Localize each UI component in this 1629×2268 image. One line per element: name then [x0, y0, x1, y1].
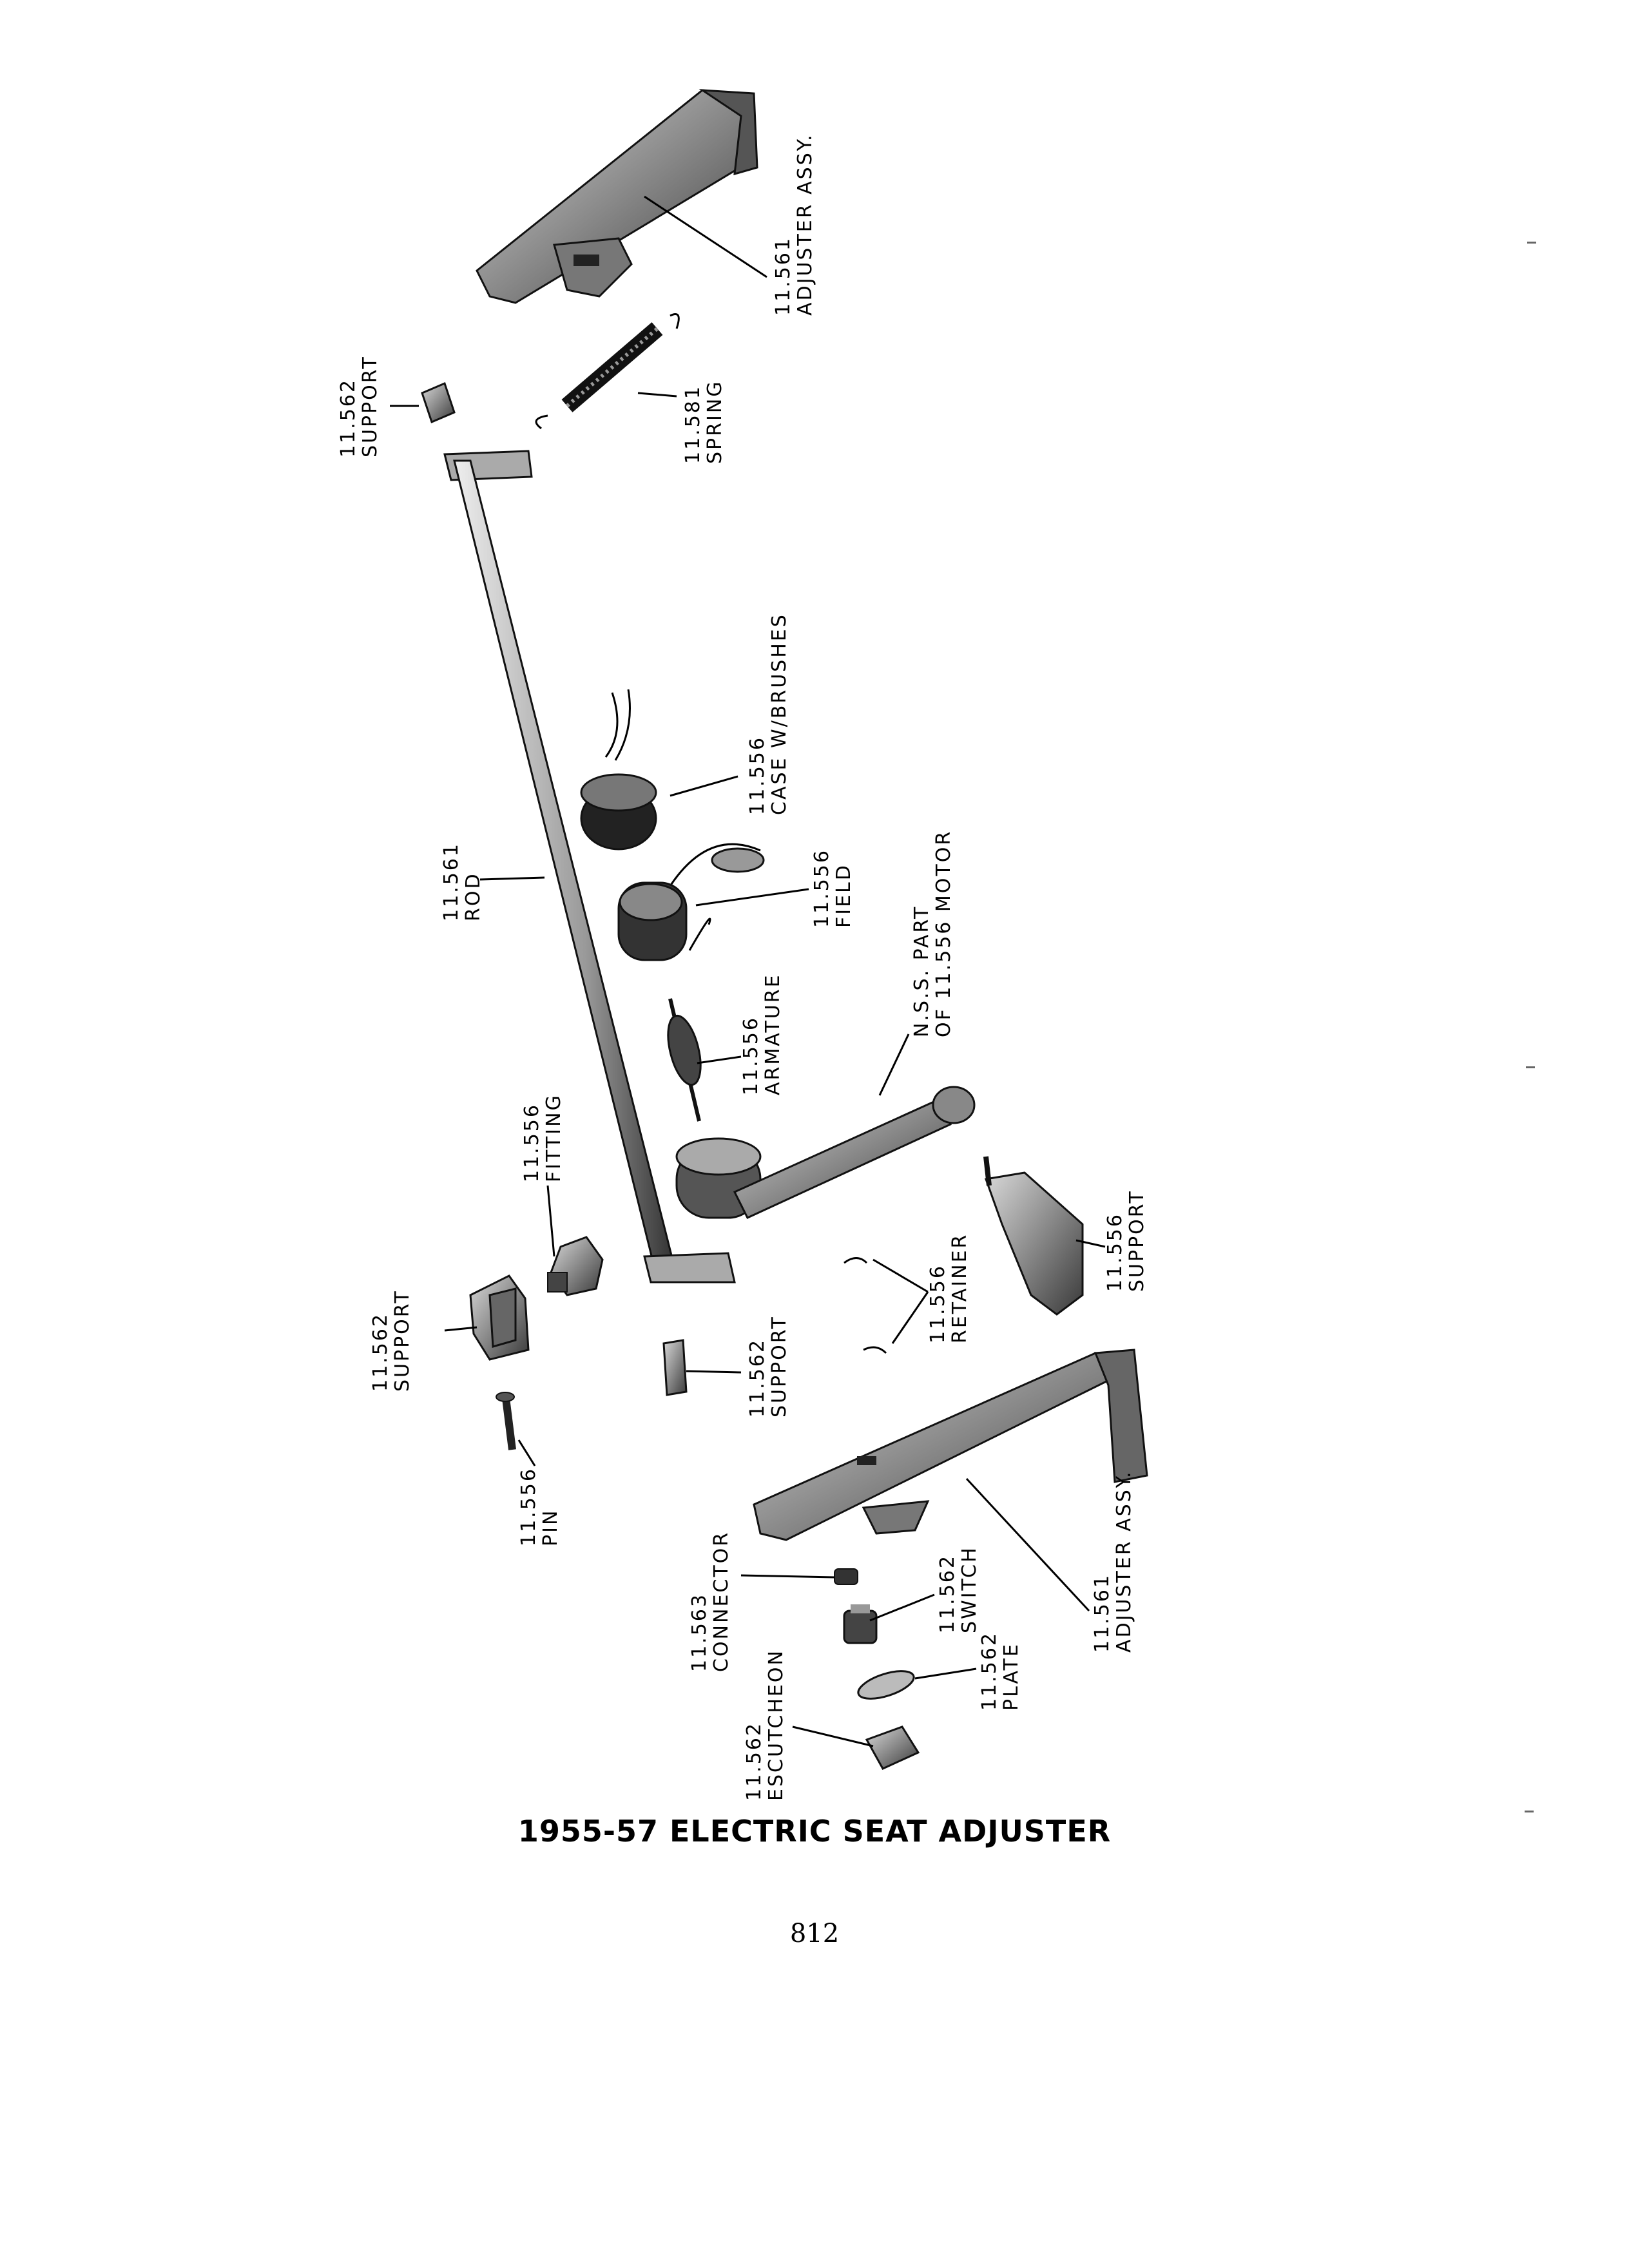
callout-number: 11.556 — [1104, 1213, 1126, 1292]
callout-name: ADJUSTER ASSY. — [794, 133, 816, 316]
callout-name: PIN — [539, 1509, 562, 1546]
callout-name: ESCUTCHEON — [765, 1649, 787, 1801]
support-left-part — [469, 1274, 530, 1361]
callout-case-with-brushes: 11.556 CASE W/BRUSHES — [746, 613, 791, 815]
fitting-part — [547, 1236, 604, 1296]
callout-nss-part: N.S.S. PART OF 11.556 MOTOR — [911, 830, 955, 1037]
callout-name: SWITCH — [958, 1546, 981, 1633]
callout-number: 11.563 — [688, 1593, 711, 1672]
callout-retainer: 11.556 RETAINER — [927, 1233, 971, 1343]
connector-part — [834, 1568, 858, 1585]
callout-name: OF 11.556 MOTOR — [932, 830, 955, 1037]
rod-part — [443, 450, 736, 1283]
adjuster-assy-bottom-part — [753, 1349, 1148, 1541]
callout-number: 11.556 — [740, 1016, 762, 1095]
callout-number: 11.562 — [936, 1554, 959, 1633]
callout-support-left: 11.562 SUPPORT — [369, 1289, 414, 1392]
callout-number: 11.556 — [811, 849, 833, 928]
callout-name: ADJUSTER ASSY. — [1113, 1470, 1135, 1653]
callout-spring: 11.581 SPRING — [682, 380, 726, 464]
callout-name: RETAINER — [949, 1233, 971, 1343]
page-number: 812 — [789, 1919, 840, 1948]
callout-switch: 11.562 SWITCH — [936, 1546, 981, 1633]
pin-part — [496, 1392, 516, 1450]
callout-plate: 11.562 PLATE — [978, 1631, 1023, 1711]
callout-pin: 11.556 PIN — [517, 1467, 562, 1546]
adjuster-assy-top-part — [476, 89, 758, 304]
diagram-title: 1955-57 ELECTRIC SEAT ADJUSTER — [517, 1814, 1112, 1849]
callout-name: PLATE — [1000, 1642, 1023, 1711]
callout-name: FITTING — [543, 1093, 565, 1182]
switch-part — [843, 1604, 878, 1644]
callout-number: 11.561 — [440, 842, 463, 921]
callout-support-right: 11.556 SUPPORT — [1104, 1189, 1148, 1292]
callout-name: FIELD — [833, 863, 855, 928]
callout-support-top: 11.562 SUPPORT — [337, 355, 381, 457]
support-mid-part — [662, 1339, 688, 1396]
callout-adjuster-assy-bottom: 11.561 ADJUSTER ASSY. — [1091, 1470, 1135, 1653]
retainer-part — [843, 1257, 887, 1354]
margin-mark — [1525, 1811, 1534, 1812]
callout-name: SUPPORT — [359, 355, 381, 457]
callout-number: 11.556 — [521, 1103, 543, 1182]
support-right-part — [983, 1156, 1084, 1316]
callout-adjuster-assy-top: 11.561 ADJUSTER ASSY. — [772, 133, 816, 316]
callout-connector: 11.563 CONNECTOR — [688, 1531, 733, 1672]
leader-lines — [390, 195, 1106, 1747]
callout-field: 11.556 FIELD — [811, 849, 855, 928]
callout-name: ARMATURE — [762, 973, 784, 1095]
case-with-brushes-part — [580, 689, 657, 850]
plate-part — [857, 1670, 915, 1700]
margin-mark — [1527, 242, 1536, 244]
callout-rod: 11.561 ROD — [440, 842, 485, 921]
callout-number: 11.561 — [1091, 1573, 1113, 1653]
callout-number: 11.562 — [743, 1722, 766, 1801]
callout-name: SUPPORT — [768, 1315, 791, 1418]
escutcheon-part — [865, 1725, 920, 1770]
callout-name: ROD — [462, 872, 485, 921]
callout-name: CONNECTOR — [710, 1531, 733, 1672]
callout-number: 11.562 — [746, 1338, 769, 1418]
callout-fitting: 11.556 FITTING — [521, 1093, 565, 1182]
callout-number: 11.581 — [682, 385, 704, 464]
callout-support-mid: 11.562 SUPPORT — [746, 1315, 791, 1418]
callout-number: N.S.S. PART — [911, 905, 933, 1037]
support-top-part — [421, 381, 456, 424]
callout-number: 11.556 — [746, 736, 769, 815]
callout-name: SPRING — [704, 380, 726, 464]
callout-number: 11.556 — [517, 1467, 540, 1546]
callout-name: SUPPORT — [391, 1289, 414, 1392]
callout-number: 11.556 — [927, 1264, 949, 1343]
field-part — [617, 843, 765, 961]
armature-part — [667, 998, 702, 1122]
margin-mark — [1526, 1066, 1535, 1068]
callout-escutcheon: 11.562 ESCUTCHEON — [743, 1649, 787, 1801]
callout-number: 11.562 — [369, 1312, 392, 1392]
callout-name: CASE W/BRUSHES — [768, 613, 791, 815]
callout-number: 11.562 — [337, 378, 360, 457]
callout-number: 11.562 — [978, 1631, 1001, 1711]
callout-name: SUPPORT — [1126, 1189, 1148, 1292]
motor-housing-part — [675, 1086, 976, 1219]
callout-armature: 11.556 ARMATURE — [740, 973, 784, 1095]
spring-part — [535, 313, 680, 430]
callout-number: 11.561 — [772, 236, 795, 316]
